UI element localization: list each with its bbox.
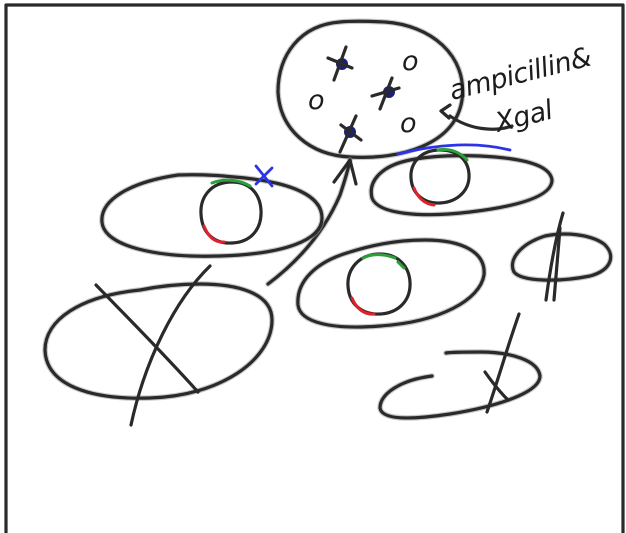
bacterium-upper-left bbox=[99, 164, 325, 259]
bacterium-crossed-right-lower bbox=[377, 312, 543, 421]
blue-colony-1 bbox=[326, 45, 354, 82]
bacterium-right-top bbox=[368, 148, 555, 218]
annotation-arrow bbox=[439, 103, 514, 131]
annotation-line-2: Xgal bbox=[490, 95, 556, 140]
bacterium-crossed-right-upper bbox=[509, 211, 614, 302]
transfer-arrow bbox=[265, 157, 358, 287]
blue-colony-2 bbox=[370, 76, 401, 111]
white-colony-2: o bbox=[308, 85, 324, 116]
bacterium-middle bbox=[295, 237, 487, 330]
canvas-frame bbox=[4, 3, 625, 533]
white-colony-1: o bbox=[402, 46, 418, 77]
blue-colony-3 bbox=[338, 114, 363, 154]
annotation-line-1: ampicillin& bbox=[446, 42, 594, 107]
petri-dish bbox=[275, 18, 466, 161]
blue-underline bbox=[396, 143, 512, 156]
bacterium-crossed-left bbox=[42, 264, 275, 427]
white-colonies: o o o bbox=[308, 46, 419, 139]
white-colony-3: o bbox=[400, 108, 416, 139]
